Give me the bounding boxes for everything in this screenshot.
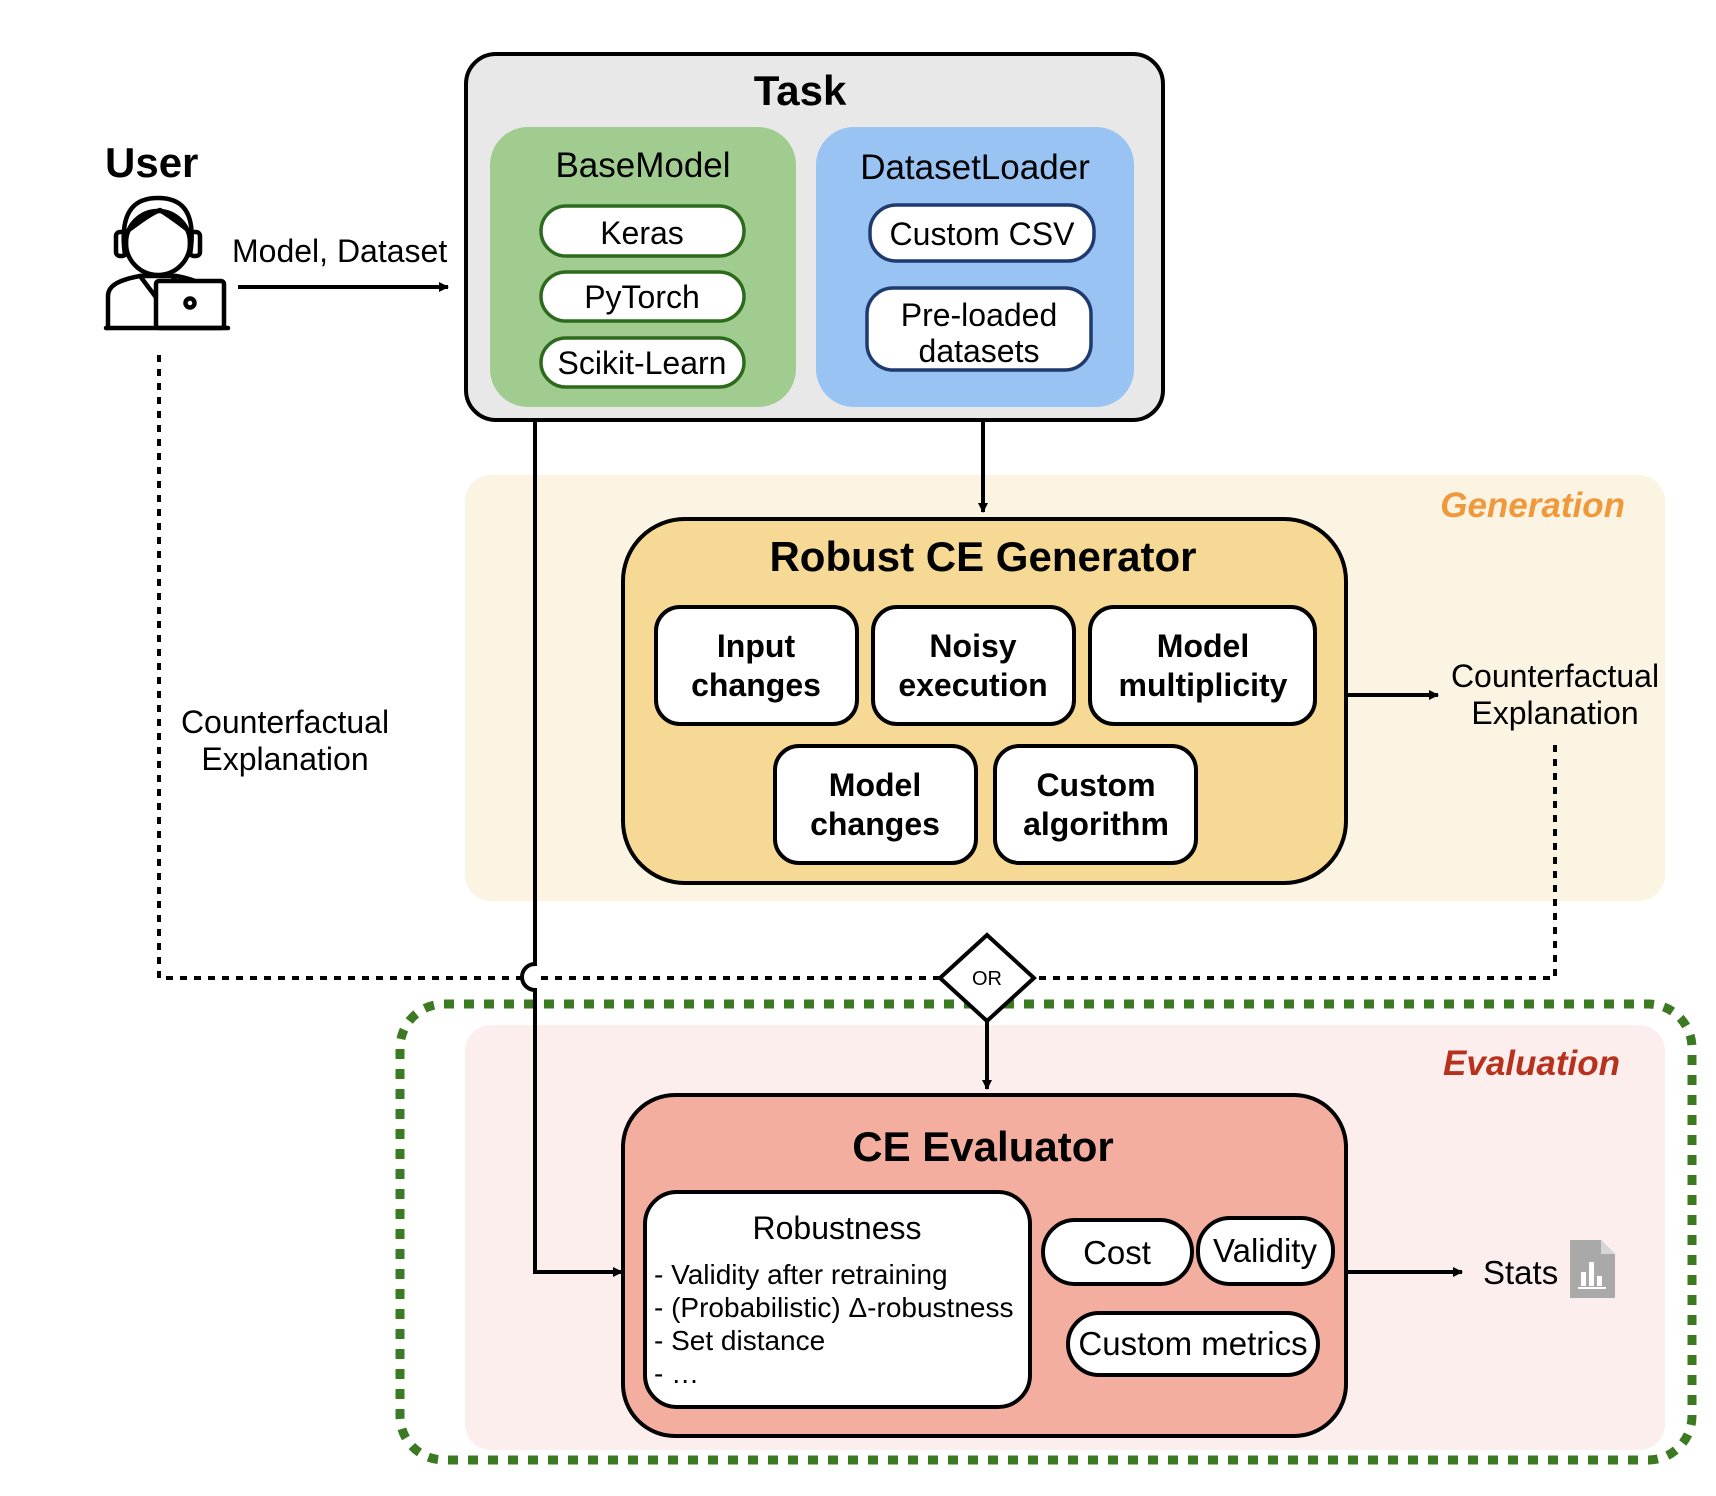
user-ce-dotted-line <box>157 355 940 980</box>
ce-right-line1: Counterfactual <box>1451 658 1659 694</box>
user-label: User <box>105 139 198 186</box>
cost-pill <box>1041 1218 1194 1286</box>
custom-metrics-label: Custom metrics <box>1078 1325 1307 1362</box>
validity-pill <box>1196 1216 1335 1286</box>
user-laptop-icon <box>103 195 231 331</box>
pytorch-label: PyTorch <box>584 279 700 315</box>
scikit-learn-label: Scikit-Learn <box>558 345 727 381</box>
evaluator-title: CE Evaluator <box>852 1123 1113 1170</box>
method-noisy-execution-line2: execution <box>898 667 1047 703</box>
method-noisy-execution-line1: Noisy <box>929 628 1016 664</box>
method-input-changes-line1: Input <box>717 628 796 664</box>
pre-loaded-label-line2: datasets <box>919 333 1040 369</box>
or-label: OR <box>972 968 1002 990</box>
keras-label: Keras <box>600 215 684 251</box>
method-custom-algorithm-line2: algorithm <box>1023 806 1169 842</box>
generator-ce-dotted-line <box>1034 745 1557 980</box>
robustness-item-1: - Validity after retraining <box>654 1259 948 1290</box>
basemodel-title: BaseModel <box>555 146 730 185</box>
pytorch-pill <box>539 270 746 323</box>
method-model-changes-line1: Model <box>829 767 921 803</box>
ce-right-line2: Explanation <box>1471 695 1638 731</box>
custom-csv-label: Custom CSV <box>890 216 1076 252</box>
generator-title: Robust CE Generator <box>769 533 1196 580</box>
stats-label: Stats <box>1483 1254 1558 1291</box>
pre-loaded-label-line1: Pre-loaded <box>901 297 1058 333</box>
method-model-changes-line2: changes <box>810 806 940 842</box>
cost-label: Cost <box>1083 1234 1151 1271</box>
method-input-changes <box>654 605 859 726</box>
evaluation-label: Evaluation <box>1443 1044 1620 1083</box>
ce-left-line1: Counterfactual <box>181 704 389 740</box>
custom-csv-pill <box>868 203 1096 263</box>
method-model-multiplicity-line1: Model <box>1157 628 1249 664</box>
method-noisy-execution <box>871 605 1076 726</box>
method-model-multiplicity-line2: multiplicity <box>1119 667 1288 703</box>
task-title: Task <box>754 67 847 114</box>
pre-loaded-datasets-pill <box>865 286 1093 372</box>
scikit-learn-pill <box>539 336 746 389</box>
datasetloader-title: DatasetLoader <box>860 148 1090 187</box>
robustness-title: Robustness <box>753 1210 922 1246</box>
evaluation-dashed-border <box>395 999 1697 1465</box>
robustness-item-4: - … <box>654 1358 699 1389</box>
robustness-item-2: - (Probabilistic) Δ-robustness <box>654 1292 1013 1323</box>
method-input-changes-line2: changes <box>691 667 821 703</box>
ce-left-line2: Explanation <box>201 741 368 777</box>
method-custom-algorithm <box>993 744 1198 865</box>
method-custom-algorithm-line1: Custom <box>1036 767 1155 803</box>
method-model-changes <box>773 744 978 865</box>
bar-chart-document-icon <box>1570 1240 1615 1298</box>
generation-label: Generation <box>1440 486 1625 525</box>
method-model-multiplicity <box>1088 605 1317 726</box>
keras-pill <box>539 204 746 258</box>
validity-label: Validity <box>1213 1232 1317 1269</box>
robustness-box <box>643 1190 1032 1409</box>
robustness-item-3: - Set distance <box>654 1325 825 1356</box>
model-dataset-label: Model, Dataset <box>232 233 447 269</box>
custom-metrics-pill <box>1066 1311 1320 1377</box>
task-to-evaluator-arrow <box>520 420 623 1277</box>
